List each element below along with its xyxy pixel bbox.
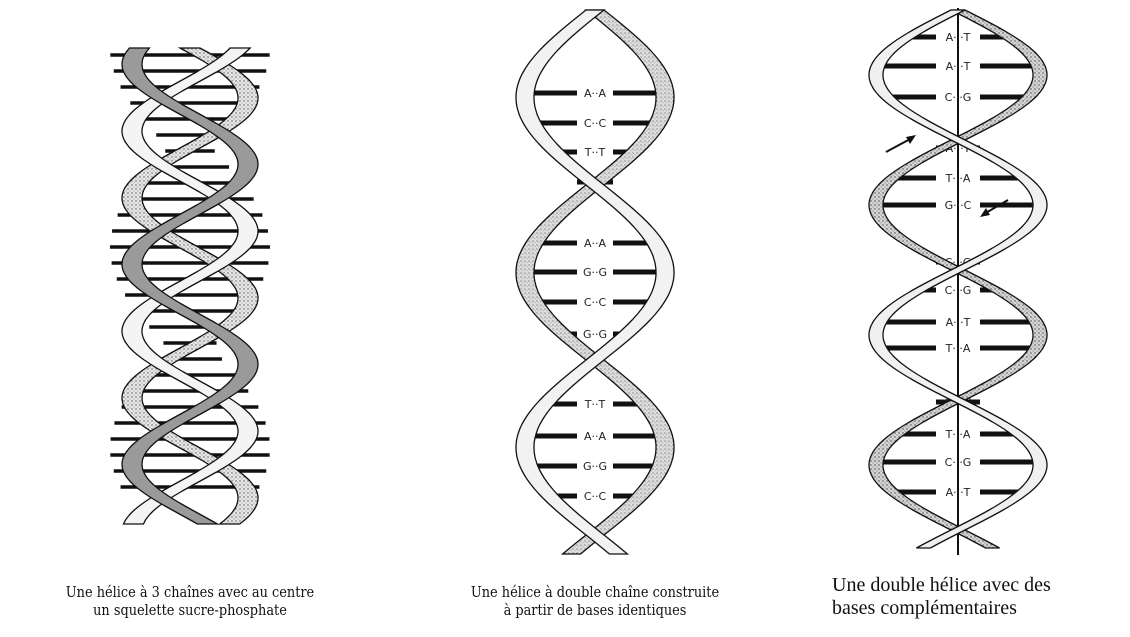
base-pair-label: A···T — [946, 31, 971, 44]
caption-line-1: Une double hélice avec des — [832, 574, 1127, 597]
caption-line-1: Une hélice à 3 chaînes avec au centre — [27, 583, 354, 601]
helix-strands — [122, 48, 258, 524]
base-pair-label: A···T — [946, 60, 971, 73]
base-pair-label: C··C — [584, 296, 607, 309]
base-pair-label: T···A — [945, 342, 971, 355]
base-pair-label: A···T — [946, 486, 971, 499]
caption-complementary-bases: Une double hélice avec des bases complém… — [832, 574, 1127, 620]
base-pair-label: C···G — [945, 456, 972, 469]
base-pair-label: A··A — [584, 87, 607, 100]
base-pair-label: T···A — [945, 172, 971, 185]
caption-line-1: Une hélice à double chaîne construite — [440, 583, 750, 601]
base-pair-label: T···A — [945, 428, 971, 441]
base-pair-rungs: A··AC··CT··TT··TA··AG··GC··CG··GT··TA··A… — [521, 87, 669, 503]
base-pair-label: C··C — [584, 117, 607, 130]
arrow-up-right-icon — [886, 135, 916, 152]
base-pair-label: A··A — [584, 430, 607, 443]
identical-bases-diagram: A··AC··CT··TT··TA··AG··GC··CG··GT··TA··A… — [500, 0, 690, 565]
complementary-bases-diagram: A···T A···T C···G A···T T···A G···C C···G C···G… — [850, 0, 1060, 560]
base-pair-label: C··C — [584, 490, 607, 503]
base-pair-label: G··G — [583, 266, 607, 279]
base-pair-label: C···G — [945, 91, 972, 104]
base-pair-label: A··A — [584, 237, 607, 250]
caption-line-2: à partir de bases identiques — [440, 601, 750, 619]
base-pair-label: C···G — [945, 284, 972, 297]
base-pair-label: A···T — [946, 316, 971, 329]
caption-triple-helix: Une hélice à 3 chaînes avec au centre un… — [27, 583, 354, 620]
caption-identical-bases: Une hélice à double chaîne construite à … — [440, 583, 750, 620]
base-pair-label: G··G — [583, 328, 607, 341]
triple-helix-panel — [95, 0, 285, 535]
complementary-bases-panel: A···T A···T C···G A···T T···A G···C C···G C···G… — [850, 0, 1060, 565]
caption-line-2: bases complémentaires — [832, 597, 1127, 620]
identical-bases-panel: A··AC··CT··TT··TA··AG··GC··CG··GT··TA··A… — [500, 0, 690, 570]
base-pair-label: T··T — [584, 146, 606, 159]
triple-helix-diagram — [95, 0, 285, 530]
caption-line-2: un squelette sucre-phosphate — [27, 601, 354, 619]
base-pair-label: G···C — [945, 199, 972, 212]
base-pair-label: G··G — [583, 460, 607, 473]
base-pair-label: T··T — [584, 398, 606, 411]
